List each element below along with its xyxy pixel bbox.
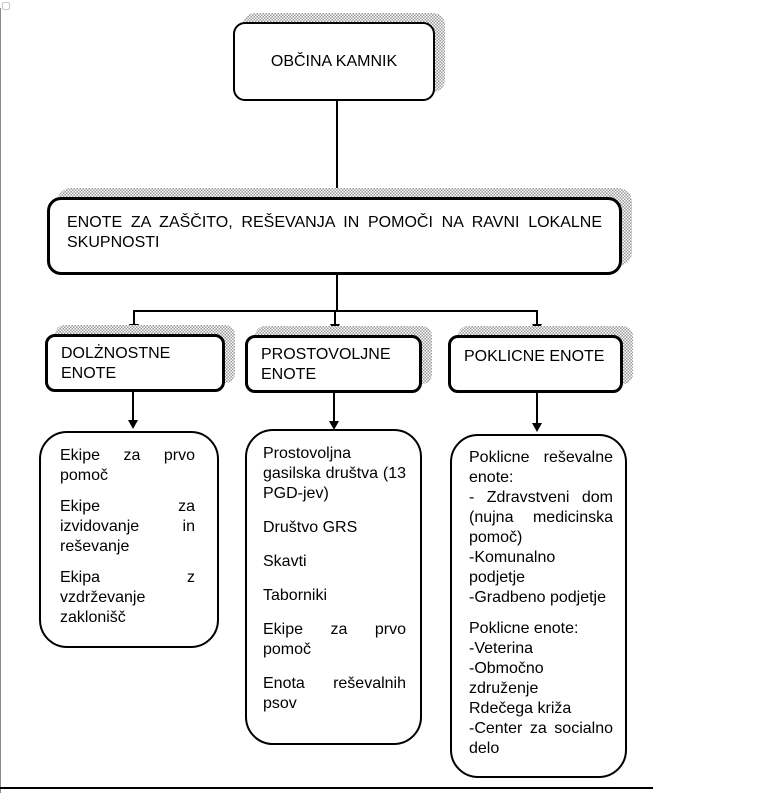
- detail-line: Poklicne enote:: [469, 620, 579, 637]
- detail-item: -Komunalno podjetje: [469, 548, 613, 588]
- detail-line: Društvo GRS: [263, 519, 358, 536]
- detail-item: Taborniki: [263, 586, 406, 606]
- connector-branch3-detail: [536, 393, 538, 424]
- detail-line: -Veterina: [469, 640, 534, 657]
- node-label-line: ENOTE ZA ZAŠČITO, REŠEVANJA IN POMOČI NA…: [67, 214, 602, 231]
- branch-title-line: POKLICNE ENOTE: [464, 348, 605, 365]
- detail-box-dolznostne: Ekipe za prvo pomoč Ekipe za izvidovanje…: [39, 431, 219, 648]
- branch-header-dolznostne-enote: DOLŻNOSTNE ENOTE: [45, 325, 235, 392]
- node-box: Ekipe za prvo pomoč Ekipe za izvidovanje…: [39, 431, 219, 648]
- detail-box-prostovoljne: Prostovoljna gasilska društva (13 PGD-je…: [245, 429, 422, 745]
- page-bottom-border: [0, 787, 653, 789]
- detail-line: združenje: [469, 680, 539, 697]
- detail-item: Društvo GRS: [263, 518, 406, 538]
- detail-line: pomoč: [60, 467, 109, 484]
- node-box: PROSTOVOLJNE ENOTE: [245, 335, 422, 393]
- page-left-border: [0, 8, 1, 793]
- detail-line: Taborniki: [263, 587, 328, 604]
- detail-line: Skavti: [263, 553, 307, 570]
- corner-artifact: [2, 2, 10, 10]
- detail-item: Ekipe za prvo pomoč: [263, 620, 406, 660]
- detail-item: Poklicne reševalne enote:: [469, 448, 613, 488]
- node-label: OBČINA KAMNIK: [270, 52, 398, 70]
- detail-line: enote:: [469, 469, 514, 486]
- detail-line: Enota reševalnih: [263, 675, 406, 692]
- detail-line: pomoč): [469, 529, 523, 546]
- node-box: Poklicne reševalne enote: - Zdravstveni …: [450, 434, 627, 778]
- arrowhead-detail3: [532, 423, 542, 432]
- connector-rail-branch3: [536, 310, 538, 325]
- detail-line: -Območno: [469, 660, 544, 677]
- branch-title-line: ENOTE: [261, 366, 317, 383]
- detail-line: - Zdravstveni dom: [469, 489, 613, 506]
- detail-line: PGD-jev): [263, 485, 329, 502]
- detail-item: -Območno združenje Rdečega križa: [469, 659, 613, 719]
- connector-branch1-detail: [132, 392, 134, 421]
- branch-header-poklicne-enote: POKLICNE ENOTE: [448, 326, 633, 393]
- node-box: POKLICNE ENOTE: [448, 335, 623, 393]
- node-box: ENOTE ZA ZAŠČITO, REŠEVANJA IN POMOČI NA…: [47, 197, 622, 275]
- detail-line: (nujna medicinska: [469, 509, 613, 526]
- detail-item: Enota reševalnih psov: [263, 674, 406, 714]
- detail-line: Ekipa z vzdrževanje: [60, 569, 195, 606]
- detail-item: Ekipe za prvo pomoč: [60, 446, 195, 486]
- detail-line: Ekipe za: [60, 498, 195, 515]
- detail-item: -Veterina: [469, 639, 613, 659]
- detail-line: pomoč: [263, 641, 312, 658]
- detail-line: gasilska društva (13: [263, 465, 406, 482]
- detail-item: Poklicne enote:: [469, 619, 613, 639]
- branch-rail: [134, 310, 538, 312]
- detail-line: -Center za socialno: [469, 720, 613, 737]
- branch-title-line: DOLŻNOSTNE: [61, 345, 171, 362]
- detail-item: -Gradbeno podjetje: [469, 588, 613, 608]
- branch-title-line: ENOTE: [61, 365, 117, 382]
- node-box: DOLŻNOSTNE ENOTE: [45, 334, 225, 392]
- detail-box-poklicne: Poklicne reševalne enote: - Zdravstveni …: [450, 434, 627, 778]
- node-enote-lokalne-skupnosti: ENOTE ZA ZAŠČITO, REŠEVANJA IN POMOČI NA…: [47, 188, 632, 275]
- node-label-line: SKUPNOSTI: [67, 234, 160, 251]
- detail-item: -Center za socialno delo: [469, 719, 613, 759]
- detail-line: -Komunalno: [469, 549, 556, 566]
- detail-line: Rdečega križa: [469, 700, 572, 717]
- branch-header-prostovoljne-enote: PROSTOVOLJNE ENOTE: [245, 326, 432, 393]
- detail-item: Skavti: [263, 552, 406, 572]
- detail-item: Ekipe za izvidovanje in reševanje: [60, 497, 195, 557]
- detail-line: psov: [263, 695, 297, 712]
- node-obcina-kamnik: OBČINA KAMNIK: [233, 13, 445, 101]
- connector-rail-branch1: [133, 310, 135, 325]
- connector-root-level2: [336, 101, 338, 197]
- detail-item: Ekipa z vzdrževanje zaklonišč: [60, 568, 195, 628]
- detail-line: zaklonišč: [60, 609, 126, 626]
- detail-group: Poklicne reševalne enote: - Zdravstveni …: [469, 448, 613, 608]
- node-box: Prostovoljna gasilska društva (13 PGD-je…: [245, 429, 422, 745]
- arrowhead-detail2: [329, 421, 339, 430]
- node-box: OBČINA KAMNIK: [233, 22, 435, 101]
- detail-line: Prostovoljna: [263, 445, 352, 462]
- connector-level2-rail: [336, 275, 338, 311]
- detail-line: delo: [469, 740, 500, 757]
- detail-line: Ekipe za prvo: [263, 621, 406, 638]
- connector-rail-branch2: [334, 310, 336, 325]
- detail-line: Poklicne reševalne: [469, 449, 613, 466]
- arrowhead-detail1: [128, 420, 138, 429]
- detail-line: podjetje: [469, 569, 526, 586]
- detail-line: reševanje: [60, 538, 130, 555]
- detail-item: Prostovoljna gasilska društva (13 PGD-je…: [263, 444, 406, 504]
- detail-group: Poklicne enote: -Veterina -Območno združ…: [469, 619, 613, 759]
- detail-line: izvidovanje in: [60, 518, 195, 535]
- detail-line: -Gradbeno podjetje: [469, 589, 606, 606]
- branch-title-line: PROSTOVOLJNE: [261, 346, 391, 363]
- connector-branch2-detail: [333, 393, 335, 422]
- detail-line: Ekipe za prvo: [60, 447, 195, 464]
- detail-item: - Zdravstveni dom (nujna medicinska pomo…: [469, 488, 613, 548]
